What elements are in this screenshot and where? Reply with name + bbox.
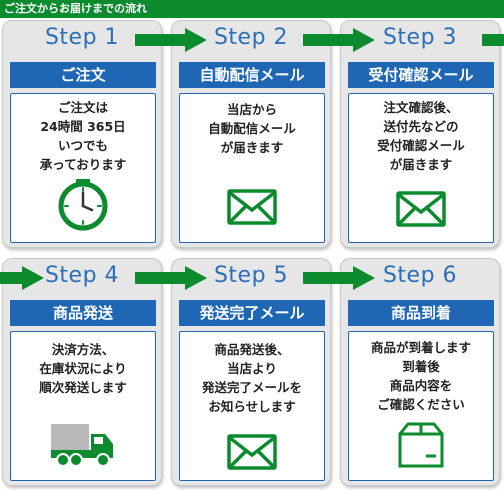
desc-line: 受付確認メール [377, 138, 465, 153]
arrow-right-icon [135, 28, 207, 52]
desc-line: 24時間 365日 [40, 119, 126, 134]
desc-line: お知らせします [208, 399, 296, 414]
desc-line: ご確認ください [377, 397, 465, 412]
desc-line: 順次発送します [39, 380, 127, 395]
mail-icon [396, 191, 446, 227]
step-title-bar: 自動配信メール [179, 62, 325, 88]
mail-icon [227, 189, 277, 225]
arrow-right-icon [0, 266, 44, 290]
step-label: Step 1 [44, 25, 120, 50]
step-label: Step 6 [382, 263, 458, 288]
header-title: ご注文からお届けまでの流れ [4, 2, 147, 15]
desc-line: 当店から [226, 102, 277, 117]
desc-line: 決済方法、 [51, 342, 115, 357]
step-card-2: Step 2 自動配信メール 当店から 自動配信メール が届きます [171, 20, 331, 248]
step-card-6: Step 6 商品到着 商品が到着します 到着後 商品内容を ご確認ください [340, 258, 500, 486]
step-body: ご注文は 24時間 365日 いつでも 承っております [10, 93, 156, 243]
desc-line: 商品発送後、 [214, 342, 290, 357]
step-description: 当店から 自動配信メール が届きます [180, 100, 324, 157]
desc-line: 在庫状況により [39, 361, 127, 376]
step-description: ご注文は 24時間 365日 いつでも 承っております [11, 98, 155, 174]
step-description: 注文確認後、 送付先などの 受付確認メール が届きます [349, 98, 493, 174]
step-label: Step 3 [382, 25, 458, 50]
step-body: 商品が到着します 到着後 商品内容を ご確認ください [348, 331, 494, 481]
desc-line: 到着後 [402, 359, 440, 374]
truck-icon [51, 424, 113, 467]
step-title-bar: 受付確認メール [348, 62, 494, 88]
step-title-bar: 商品到着 [348, 300, 494, 326]
step-body: 決済方法、 在庫状況により 順次発送します [10, 331, 156, 481]
box-icon [398, 422, 444, 468]
step-card-4: Step 4 商品発送 決済方法、 在庫状況により 順次発送します [2, 258, 162, 486]
mail-icon [227, 434, 277, 470]
desc-line: 当店より [227, 361, 277, 376]
step-body: 当店から 自動配信メール が届きます [179, 93, 325, 243]
step-body: 注文確認後、 送付先などの 受付確認メール が届きます [348, 93, 494, 243]
step-title-bar: 発送完了メール [179, 300, 325, 326]
arrow-right-icon [135, 266, 207, 290]
step-title-bar: 商品発送 [10, 300, 156, 326]
desc-line: 商品内容を [389, 378, 453, 393]
step-description: 商品発送後、 当店より 発送完了メールを お知らせします [180, 340, 324, 416]
step-title-bar: ご注文 [10, 62, 156, 88]
desc-line: が届きます [220, 140, 284, 155]
step-label: Step 4 [44, 263, 120, 288]
step-body: 商品発送後、 当店より 発送完了メールを お知らせします [179, 331, 325, 481]
desc-line: 送付先などの [383, 119, 459, 134]
step-card-3: Step 3 受付確認メール 注文確認後、 送付先などの 受付確認メール が届き… [340, 20, 500, 248]
step-label: Step 5 [213, 263, 289, 288]
arrow-right-icon [482, 34, 504, 46]
step-card-5: Step 5 発送完了メール 商品発送後、 当店より 発送完了メールを お知らせ… [171, 258, 331, 486]
desc-line: ご注文は [57, 100, 108, 115]
step-description: 決済方法、 在庫状況により 順次発送します [11, 340, 155, 397]
step-card-1: Step 1 ご注文 ご注文は 24時間 365日 いつでも 承っております [2, 20, 162, 248]
desc-line: 自動配信メール [208, 121, 296, 136]
desc-line: 注文確認後、 [383, 100, 459, 115]
desc-line: いつでも [57, 138, 108, 153]
desc-line: 承っております [39, 157, 127, 172]
arrow-right-icon [303, 266, 375, 290]
desc-line: が届きます [389, 157, 453, 172]
clock-icon [58, 179, 108, 231]
step-label: Step 2 [213, 25, 289, 50]
arrow-right-icon [303, 28, 375, 52]
desc-line: 商品が到着します [370, 340, 471, 355]
step-description: 商品が到着します 到着後 商品内容を ご確認ください [349, 338, 493, 414]
desc-line: 発送完了メールを [201, 380, 302, 395]
page-header: ご注文からお届けまでの流れ [0, 0, 504, 18]
